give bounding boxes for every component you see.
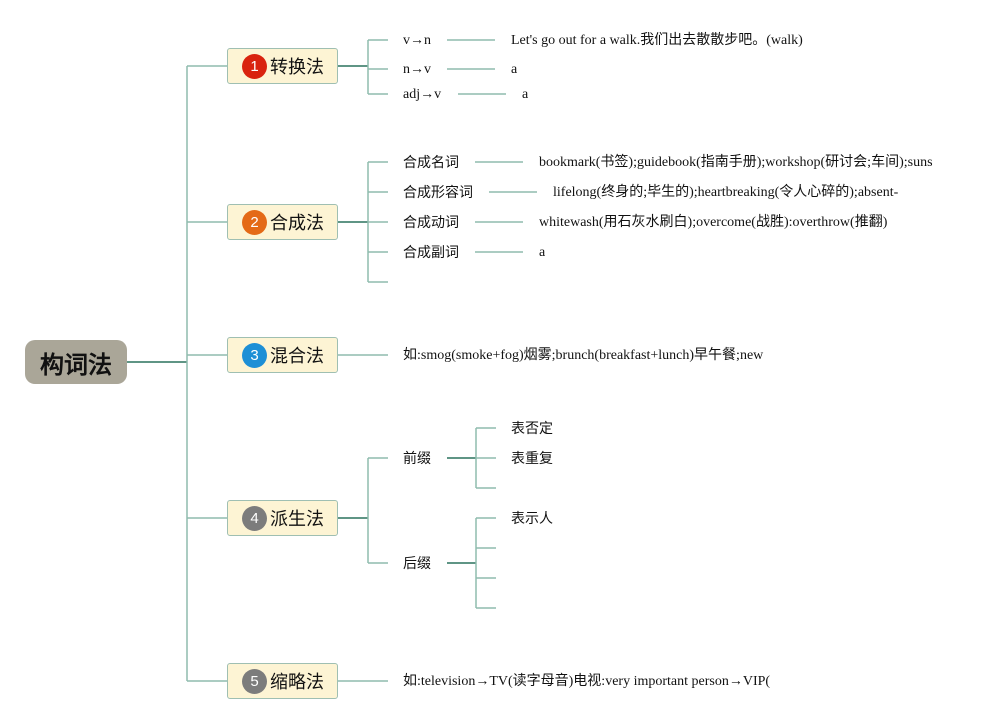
topic-label: 转换法 xyxy=(270,57,324,78)
subtopic-compound-adverb[interactable]: 合成副词 xyxy=(403,245,459,261)
detail-compound-adjective[interactable]: lifelong(终身的;毕生的);heartbreaking(令人心碎的);a… xyxy=(553,185,899,200)
detail-compound-adverb[interactable]: a xyxy=(539,245,546,260)
topic-compounding[interactable]: 2 合成法 xyxy=(227,204,338,240)
root-topic-label: 构词法 xyxy=(40,350,112,379)
detail-adj-to-v[interactable]: a xyxy=(522,87,529,102)
root-topic[interactable]: 构词法 xyxy=(25,340,127,384)
topic-label: 合成法 xyxy=(270,213,324,234)
topic-abbreviation[interactable]: 5 缩略法 xyxy=(227,663,338,699)
topic-label: 缩略法 xyxy=(270,672,324,693)
number-3-icon: 3 xyxy=(242,342,267,368)
detail-n-to-v[interactable]: a xyxy=(511,62,518,77)
subtopic-compound-verb[interactable]: 合成动词 xyxy=(403,215,459,231)
number-5-icon: 5 xyxy=(242,668,267,694)
topic-conversion[interactable]: 1 转换法 xyxy=(227,48,338,84)
number-4-icon: 4 xyxy=(242,505,267,531)
detail-compound-noun[interactable]: bookmark(书签);guidebook(指南手册);workshop(研讨… xyxy=(539,155,933,170)
detail-abbreviation[interactable]: 如:television→TV(读字母音)电视:very important p… xyxy=(403,674,771,689)
topic-label: 混合法 xyxy=(270,346,324,367)
detail-blending[interactable]: 如:smog(smoke+fog)烟雾;brunch(breakfast+lun… xyxy=(403,348,764,363)
subtopic-n-to-v[interactable]: n→v xyxy=(403,62,431,77)
detail-compound-verb[interactable]: whitewash(用石灰水刷白);overcome(战胜):overthrow… xyxy=(539,215,888,230)
topic-label: 派生法 xyxy=(270,509,324,530)
subtopic-suffix[interactable]: 后缀 xyxy=(403,556,431,572)
subtopic-v-to-n[interactable]: v→n xyxy=(403,33,431,48)
topic-derivation[interactable]: 4 派生法 xyxy=(227,500,338,536)
subtopic-prefix[interactable]: 前缀 xyxy=(403,451,431,467)
subtopic-compound-adjective[interactable]: 合成形容词 xyxy=(403,185,473,201)
detail-v-to-n[interactable]: Let's go out for a walk.我们出去散散步吧。(walk) xyxy=(511,33,803,48)
prefix-repetition[interactable]: 表重复 xyxy=(511,451,553,467)
subtopic-adj-to-v[interactable]: adj→v xyxy=(403,87,442,102)
suffix-person[interactable]: 表示人 xyxy=(511,511,553,527)
prefix-negation[interactable]: 表否定 xyxy=(511,421,553,437)
number-1-icon: 1 xyxy=(242,53,267,79)
topic-blending[interactable]: 3 混合法 xyxy=(227,337,338,373)
subtopic-compound-noun[interactable]: 合成名词 xyxy=(403,155,459,171)
number-2-icon: 2 xyxy=(242,209,267,235)
